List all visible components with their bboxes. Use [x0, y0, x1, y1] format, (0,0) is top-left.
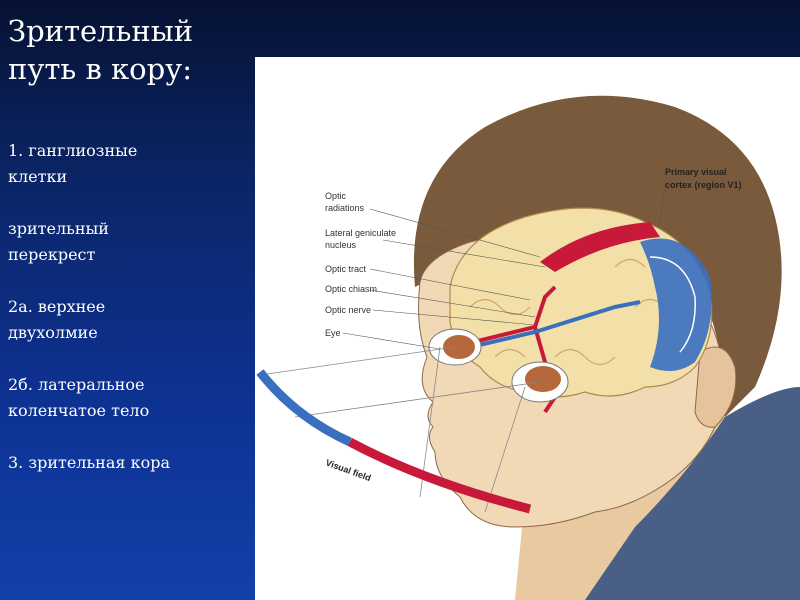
pathway-list: 1. ганглиозные клетки зрительный перекре…	[8, 138, 248, 502]
label-optic-radiations: Optic	[325, 191, 347, 201]
label-optic-tract: Optic tract	[325, 264, 367, 274]
title-line-2: путь в кору:	[8, 50, 248, 88]
pathway-item-line: 3. зрительная кора	[8, 450, 248, 476]
pathway-item-superior-colliculus: 2а. верхнее двухолмие	[8, 294, 248, 346]
visual-pathway-svg: Optic radiations Lateral geniculate nucl…	[255, 57, 800, 600]
pathway-item-line: 2б. латеральное	[8, 372, 248, 398]
visual-pathway-illustration: Optic radiations Lateral geniculate nucl…	[255, 57, 800, 600]
pathway-item-visual-cortex: 3. зрительная кора	[8, 450, 248, 476]
label-optic-chiasm: Optic chiasm	[325, 284, 377, 294]
slide-title: Зрительный путь в кору:	[8, 12, 248, 88]
pathway-item-line: коленчатое тело	[8, 398, 248, 424]
pathway-item-lgn: 2б. латеральное коленчатое тело	[8, 372, 248, 424]
label-visual-field: Visual field	[324, 457, 372, 483]
label-eye: Eye	[325, 328, 341, 338]
pathway-item-optic-chiasm: зрительный перекрест	[8, 216, 248, 268]
label-lgn: Lateral geniculate	[325, 228, 396, 238]
title-line-1: Зрительный	[8, 12, 248, 50]
label-primary-visual-cortex-2: cortex (region V1)	[665, 180, 742, 190]
pathway-item-ganglion-cells: 1. ганглиозные клетки	[8, 138, 248, 190]
label-optic-nerve: Optic nerve	[325, 305, 371, 315]
label-lgn-2: nucleus	[325, 240, 357, 250]
label-primary-visual-cortex: Primary visual	[665, 167, 727, 177]
label-optic-radiations-2: radiations	[325, 203, 365, 213]
pathway-item-line: перекрест	[8, 242, 248, 268]
visual-field-arc-blue	[260, 372, 350, 442]
pathway-item-line: 1. ганглиозные	[8, 138, 248, 164]
pathway-item-line: зрительный	[8, 216, 248, 242]
pathway-item-line: 2а. верхнее	[8, 294, 248, 320]
pathway-item-line: клетки	[8, 164, 248, 190]
pathway-item-line: двухолмие	[8, 320, 248, 346]
